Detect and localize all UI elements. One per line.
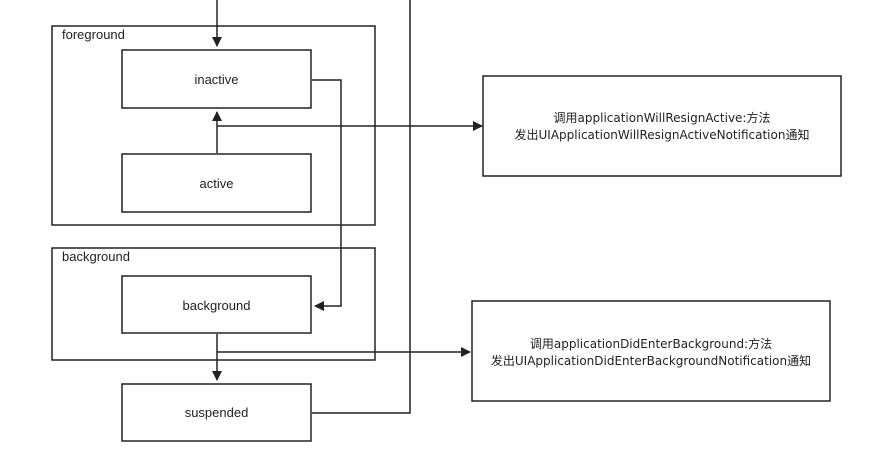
background-group-label: background xyxy=(62,249,130,264)
enter-background-note-box xyxy=(471,300,831,402)
inactive-to-background-arrow xyxy=(312,79,342,311)
state-active-box xyxy=(121,153,312,213)
state-inactive-box xyxy=(121,49,312,109)
enter-background-note-line1: 调用applicationDidEnterBackground:方法 xyxy=(530,336,772,351)
state-inactive-label: inactive xyxy=(194,72,238,87)
enter-background-note-line2: 发出UIApplicationDidEnterBackgroundNotific… xyxy=(491,353,811,368)
state-background-box xyxy=(121,275,312,334)
state-active-label: active xyxy=(200,176,234,191)
resign-active-note-box xyxy=(482,75,842,177)
resign-active-note-line1: 调用applicationWillResignActive:方法 xyxy=(554,110,771,125)
state-suspended-box xyxy=(121,383,312,442)
suspended-return-line xyxy=(312,0,411,414)
state-suspended-label: suspended xyxy=(185,405,249,420)
state-background-label: background xyxy=(183,298,251,313)
resign-active-note-line2: 发出UIApplicationWillResignActiveNotificat… xyxy=(515,127,810,142)
foreground-group-label: foreground xyxy=(62,27,125,42)
background-group xyxy=(51,247,376,361)
